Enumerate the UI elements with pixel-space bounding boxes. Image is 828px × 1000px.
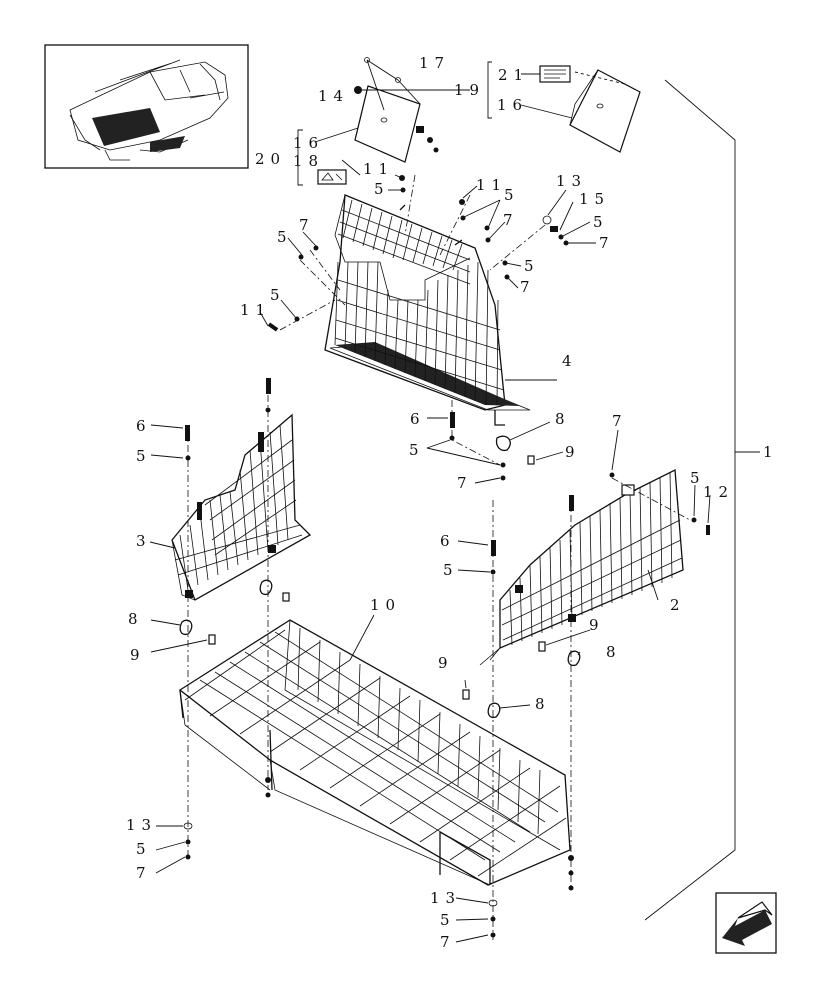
callout-5: 5 xyxy=(443,561,459,579)
callout-9: 9 xyxy=(589,616,605,634)
callout-1: 1 xyxy=(763,443,779,461)
callout-7: 7 xyxy=(503,211,519,229)
callout-12: 12 xyxy=(703,483,734,501)
callout-11: 11 xyxy=(476,176,507,194)
callout-11: 11 xyxy=(240,301,271,319)
callout-5: 5 xyxy=(440,911,456,929)
callout-3: 3 xyxy=(136,532,152,550)
callout-10: 10 xyxy=(370,596,401,614)
assembly-axes xyxy=(187,174,691,940)
callout-7: 7 xyxy=(440,933,456,951)
callout-15: 15 xyxy=(579,190,610,208)
callout-9: 9 xyxy=(438,654,454,672)
callout-7: 7 xyxy=(136,864,152,882)
callout-7: 7 xyxy=(612,412,628,430)
callout-4: 4 xyxy=(562,352,578,370)
callout-17: 17 xyxy=(419,54,450,72)
callout-14: 14 xyxy=(318,87,349,105)
callout-9: 9 xyxy=(565,443,581,461)
callout-7: 7 xyxy=(520,278,536,296)
cover-plate-20 xyxy=(297,57,439,186)
callout-7: 7 xyxy=(599,234,615,252)
callout-6: 6 xyxy=(136,417,152,435)
callout-5: 5 xyxy=(409,441,425,459)
callout-19: 19 xyxy=(454,81,485,99)
callout-8: 8 xyxy=(606,643,622,661)
callout-13: 13 xyxy=(430,889,461,907)
callout-21: 21 xyxy=(498,66,529,84)
callout-7: 7 xyxy=(299,216,315,234)
callout-16: 16 xyxy=(293,134,324,152)
callout-5: 5 xyxy=(524,257,540,275)
basket-4 xyxy=(324,194,531,426)
callout-8: 8 xyxy=(128,610,144,628)
callout-5: 5 xyxy=(277,228,293,246)
callout-5: 5 xyxy=(593,213,609,231)
callout-5: 5 xyxy=(504,186,520,204)
callout-6: 6 xyxy=(410,410,426,428)
callout-2: 2 xyxy=(670,596,686,614)
callout-20: 20 xyxy=(255,150,286,168)
callout-8: 8 xyxy=(555,410,571,428)
callout-11: 11 xyxy=(363,160,394,178)
machine-overview-icon xyxy=(44,44,249,169)
callout-13: 13 xyxy=(126,816,157,834)
callout-13: 13 xyxy=(556,172,587,190)
callout-16: 16 xyxy=(497,96,528,114)
callout-5: 5 xyxy=(136,447,152,465)
callout-6: 6 xyxy=(440,532,456,550)
callout-7: 7 xyxy=(457,474,473,492)
callout-8: 8 xyxy=(535,695,551,713)
direction-arrow-icon[interactable] xyxy=(715,892,777,954)
basket-3 xyxy=(171,413,312,601)
callout-9: 9 xyxy=(130,646,146,664)
callouts: 1 2 3 4 5 5 5 5 5 5 5 5 5 5 5 5 6 6 6 7 … xyxy=(126,54,779,951)
basket-10 xyxy=(178,619,571,886)
callout-5: 5 xyxy=(136,840,152,858)
callout-5: 5 xyxy=(270,286,286,304)
callout-18: 18 xyxy=(293,152,324,170)
callout-5: 5 xyxy=(690,469,706,487)
leader-lines xyxy=(149,73,760,943)
hardware xyxy=(179,175,710,938)
basket-2 xyxy=(479,468,684,666)
callout-5: 5 xyxy=(374,180,390,198)
